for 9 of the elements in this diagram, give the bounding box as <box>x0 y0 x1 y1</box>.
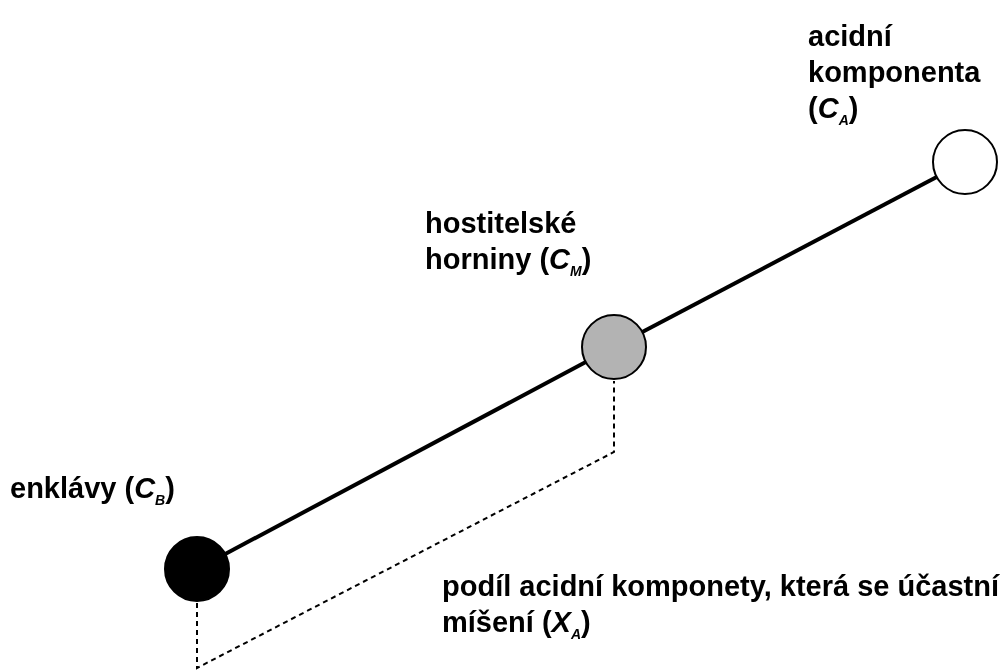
point-label: acidní komponenta (C$_{A}$) <box>808 19 982 130</box>
dimension-label: podíl acidní komponety, která se účastní míšení (X$_{A}$) <box>442 569 1001 644</box>
line <box>641 175 938 334</box>
circle-marker <box>164 536 230 602</box>
point-label: hostitelské horniny (C$_{M}$) <box>425 206 593 281</box>
point-label: enklávy (C$_{B}$) <box>10 471 176 510</box>
line <box>224 360 587 556</box>
circle-marker <box>581 314 647 380</box>
circle-marker <box>932 129 998 195</box>
